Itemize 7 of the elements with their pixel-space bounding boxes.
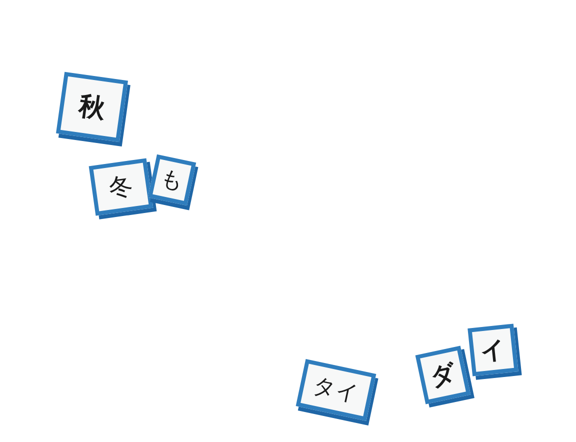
tile-character: ダ [427,358,459,394]
tile-character: も [158,164,186,198]
tile-character: 秋 [76,90,108,126]
tile-character: 冬 [106,170,136,205]
tile-character: イ [478,334,508,368]
letter-tile [468,324,518,376]
tile-character: タイ [310,372,362,410]
